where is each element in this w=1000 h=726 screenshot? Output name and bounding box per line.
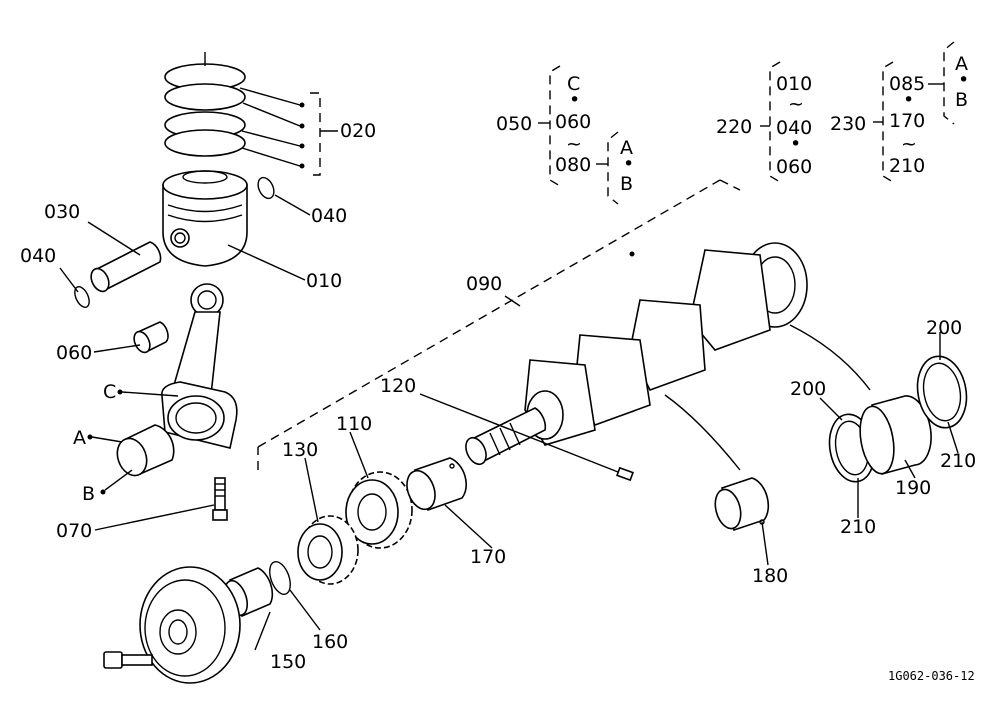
group-230-mid: 170: [889, 110, 925, 132]
group-050-dot: •: [569, 89, 580, 111]
label-030: 030: [44, 201, 80, 223]
connecting-rod: [161, 283, 238, 449]
label-110: 110: [336, 413, 372, 435]
group-230-dot2: •: [958, 69, 969, 91]
group-220-mid: 040: [776, 117, 812, 139]
group-230-bracket: [873, 41, 955, 183]
piston: [162, 170, 248, 267]
circlip-right: [257, 176, 275, 200]
label-170: 170: [470, 546, 506, 568]
assembly-arrow-190: [789, 324, 871, 391]
group-220-bracket: [760, 61, 781, 183]
main-bearing-190: [859, 395, 932, 476]
group-050-head: 050: [496, 113, 532, 135]
drawing-id: 1G062-036-12: [888, 669, 975, 683]
group-050-tilde: ~: [566, 133, 582, 155]
main-bearing-180: [714, 477, 770, 532]
label-150: 150: [270, 651, 306, 673]
oil-pump-gear: [297, 515, 359, 585]
group-220-from: 010: [776, 73, 812, 95]
group-230-top: 085: [889, 73, 925, 95]
group-230-b: B: [955, 89, 968, 111]
o-ring-160: [269, 561, 291, 595]
crank-pulley: [139, 566, 241, 684]
rod-bolt: [212, 477, 228, 521]
crank-gear: [345, 471, 413, 549]
label-210-right: 210: [940, 450, 976, 472]
piston-rings: [164, 52, 246, 157]
rod-bearing: [116, 424, 175, 477]
group-050-to: 080: [555, 154, 591, 176]
group-050-a: A: [620, 137, 633, 159]
crankshaft: [465, 242, 808, 466]
label-090: 090: [466, 273, 502, 295]
label-rod-c: C: [103, 381, 116, 403]
front-bearing-170: [406, 457, 468, 512]
group-220-dot: •: [790, 133, 801, 155]
label-190: 190: [895, 477, 931, 499]
label-040-right: 040: [311, 205, 347, 227]
label-210-left: 210: [840, 516, 876, 538]
label-120: 120: [380, 375, 416, 397]
group-220-head: 220: [716, 116, 752, 138]
group-230-head: 230: [830, 113, 866, 135]
group-050-c: C: [567, 73, 580, 95]
group-230-a: A: [955, 53, 968, 75]
label-070: 070: [56, 520, 92, 542]
label-130: 130: [282, 439, 318, 461]
label-040-left: 040: [20, 245, 56, 267]
group-050-b: B: [620, 173, 633, 195]
pulley-bolt: [103, 651, 153, 669]
group-220-to: 060: [776, 156, 812, 178]
label-160: 160: [312, 631, 348, 653]
label-200-left: 200: [790, 378, 826, 400]
group-050-from: 060: [555, 111, 591, 133]
group-230-tilde: ~: [901, 133, 917, 155]
group-050-bracket: [538, 65, 619, 205]
label-010: 010: [306, 270, 342, 292]
label-200-right: 200: [926, 317, 962, 339]
label-060: 060: [56, 342, 92, 364]
label-020: 020: [340, 120, 376, 142]
group-050-dot2: •: [623, 153, 634, 175]
piston-pin: [90, 241, 162, 293]
small-end-bushing: [133, 321, 169, 354]
group-220-tilde: ~: [788, 93, 804, 115]
label-rod-b: B: [82, 483, 95, 505]
leader-lines: [59, 87, 959, 651]
group-230-dot: •: [903, 89, 914, 111]
label-180: 180: [752, 565, 788, 587]
thrust-washer-200-right: [916, 355, 968, 429]
woodruff-key: [616, 466, 634, 482]
assembly-arrow-180: [664, 394, 741, 471]
group-230-to: 210: [889, 155, 925, 177]
circlip-left: [74, 286, 90, 308]
label-rod-a: A: [73, 427, 86, 449]
